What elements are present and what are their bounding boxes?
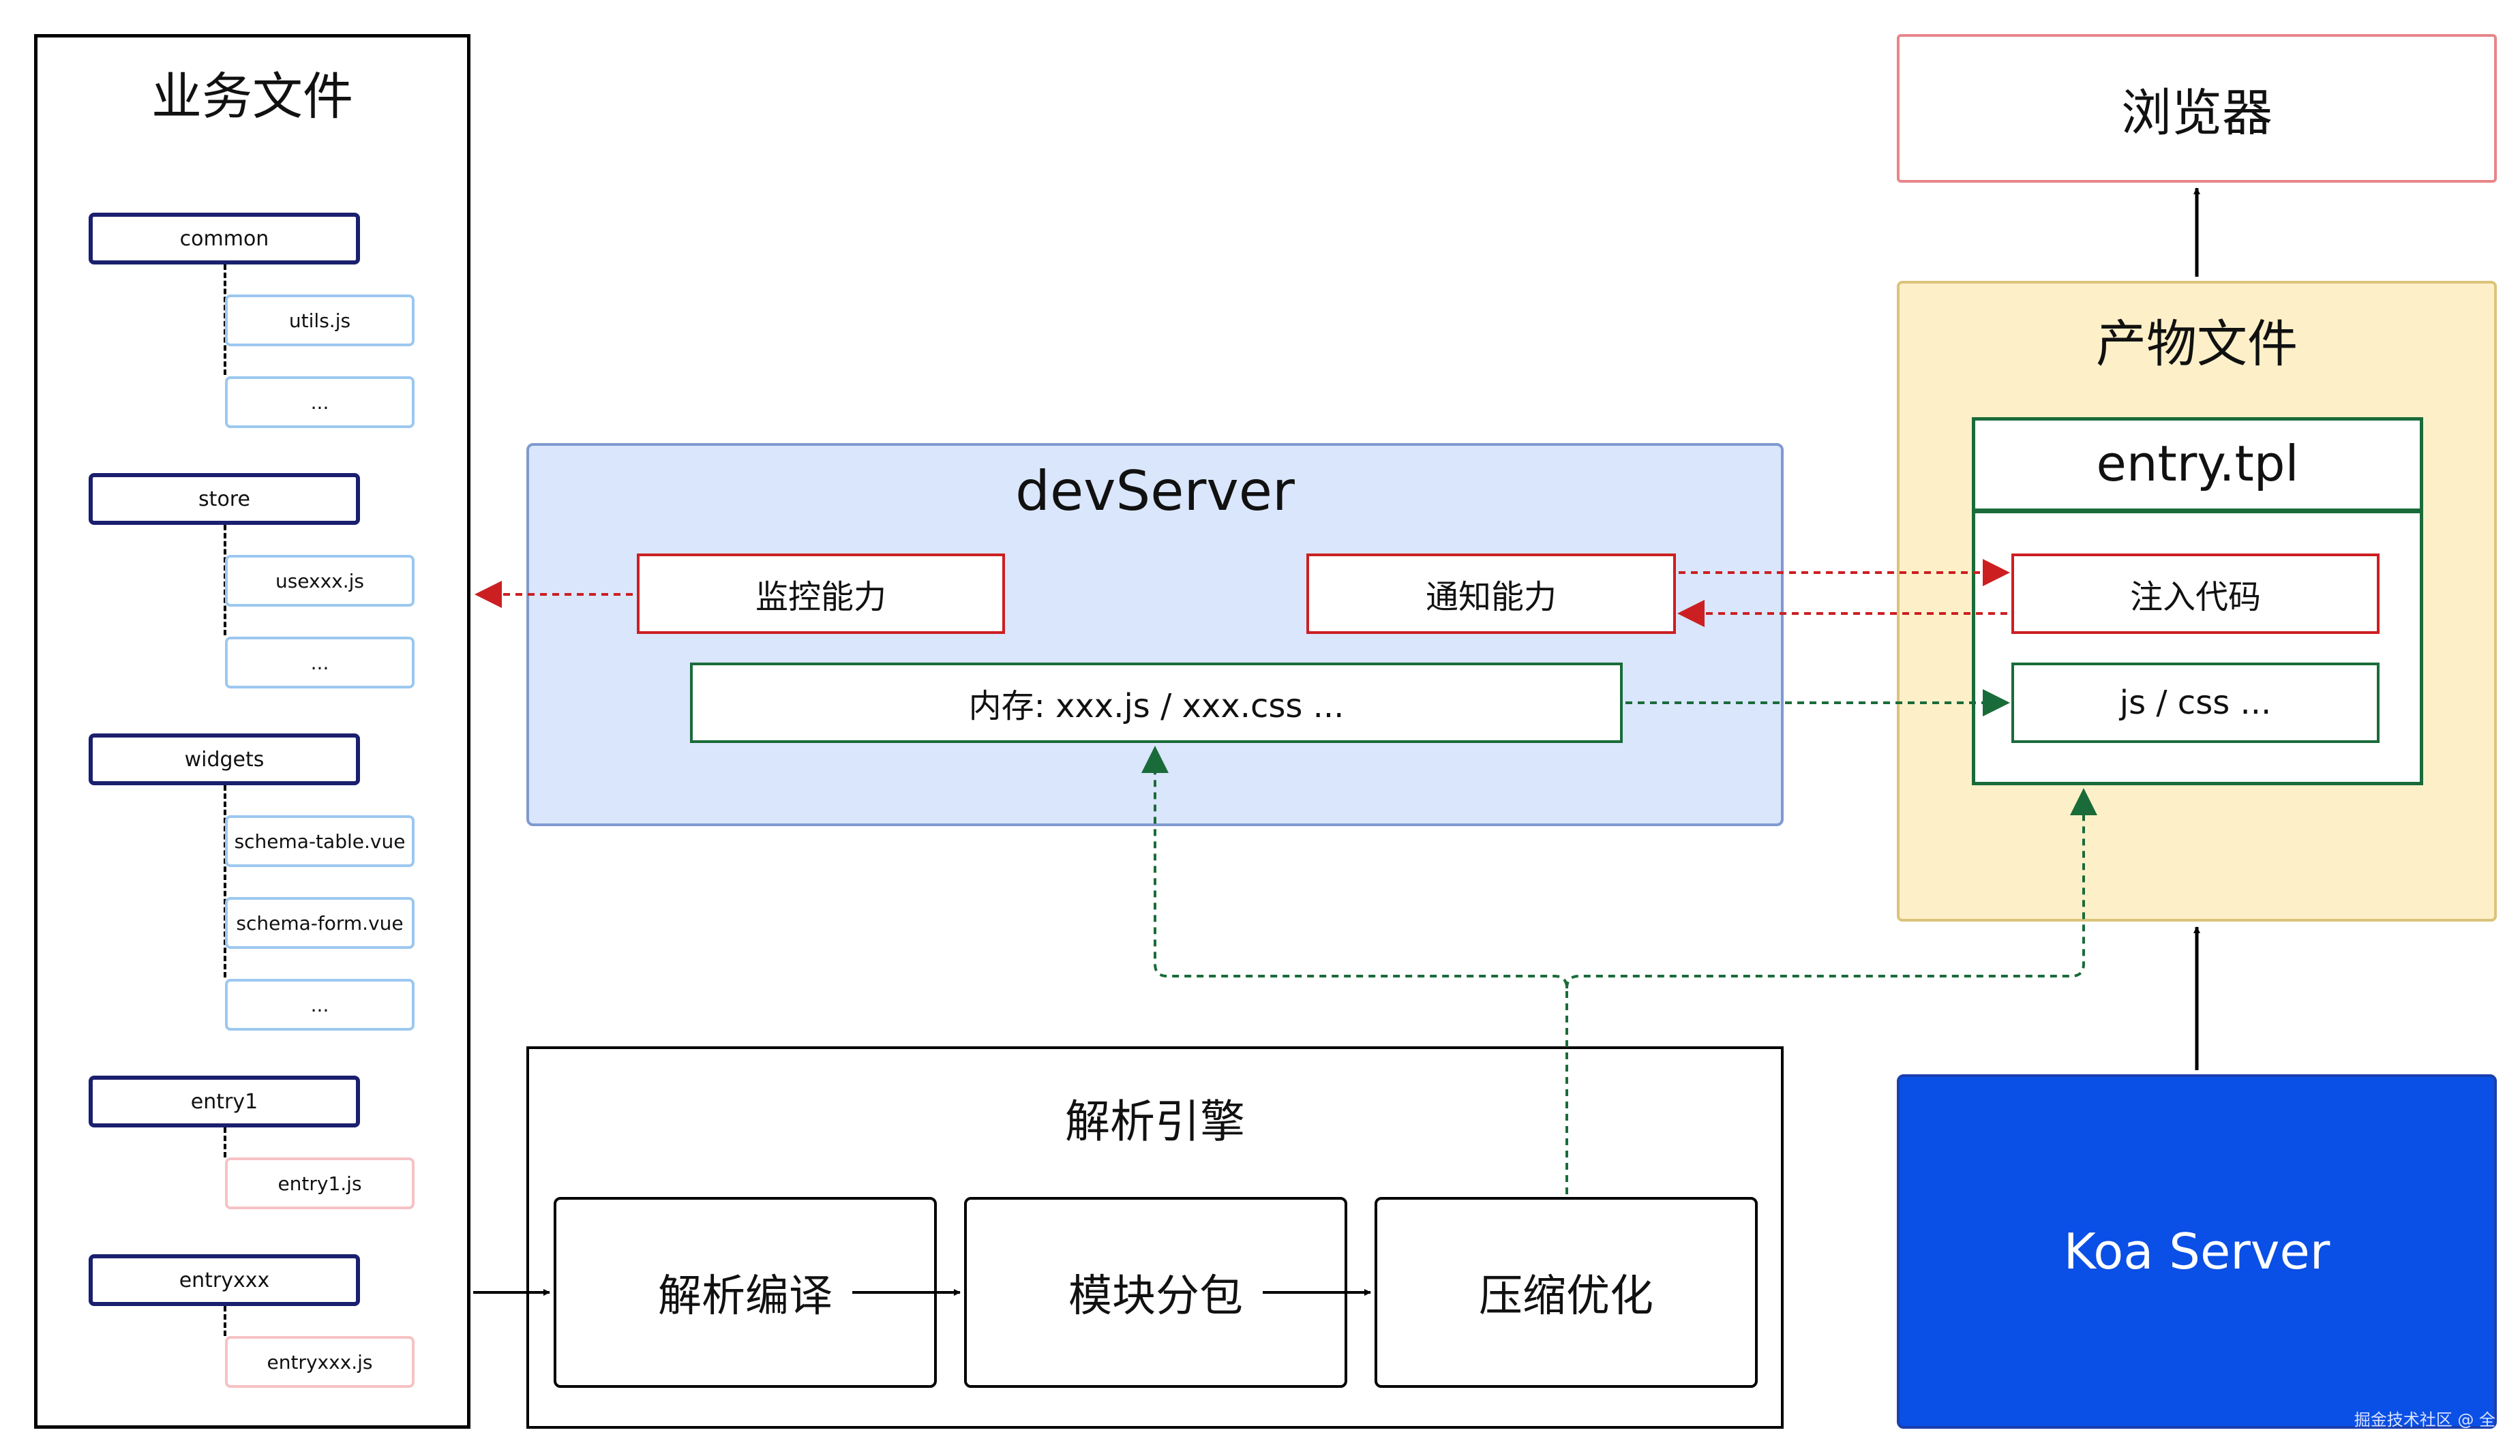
- stage-compress-optimize: 压缩优化: [1375, 1197, 1758, 1388]
- group-widgets: widgets: [89, 733, 360, 785]
- group-store: store: [89, 473, 360, 525]
- file-more-common: ...: [225, 376, 415, 428]
- file-schema-table-vue: schema-table.vue: [225, 815, 415, 867]
- file-more-widgets: ...: [225, 979, 415, 1031]
- notify-capability-box: 通知能力: [1306, 553, 1676, 634]
- group-entryxxx: entryxxx: [89, 1254, 360, 1306]
- output-files-title: 产物文件: [2096, 314, 2298, 374]
- entry-tpl-title: entry.tpl: [2096, 435, 2299, 492]
- memory-assets-box: 内存: xxx.js / xxx.css ...: [690, 663, 1623, 743]
- tree-connector: [224, 1306, 226, 1336]
- file-entryxxx-js: entryxxx.js: [225, 1336, 415, 1388]
- tree-connector: [224, 785, 226, 977]
- file-entry1-js: entry1.js: [225, 1157, 415, 1209]
- group-entry1: entry1: [89, 1076, 360, 1127]
- monitor-capability-box: 监控能力: [637, 553, 1005, 634]
- js-css-assets-box: js / css ...: [2011, 663, 2380, 743]
- devserver-title: devServer: [1015, 459, 1295, 523]
- group-common: common: [89, 213, 360, 264]
- inject-code-box: 注入代码: [2011, 553, 2380, 634]
- watermark: 掘金技术社区 @ 全: [2354, 1410, 2495, 1429]
- file-usexxx-js: usexxx.js: [225, 555, 415, 607]
- file-more-store: ...: [225, 637, 415, 688]
- arrow-compress-to-memory: [1141, 746, 1568, 1194]
- file-schema-form-vue: schema-form.vue: [225, 897, 415, 949]
- business-files-title: 业务文件: [151, 67, 353, 126]
- koa-server-box: Koa Server: [1897, 1074, 2497, 1429]
- tree-connector: [224, 1127, 226, 1157]
- file-utils-js: utils.js: [225, 294, 415, 346]
- entry-tpl-divider: [1972, 509, 2423, 513]
- parse-engine-title: 解析引擎: [1065, 1095, 1245, 1148]
- arrow-compress-to-output: [1565, 788, 2097, 989]
- browser-box: 浏览器: [1897, 34, 2497, 183]
